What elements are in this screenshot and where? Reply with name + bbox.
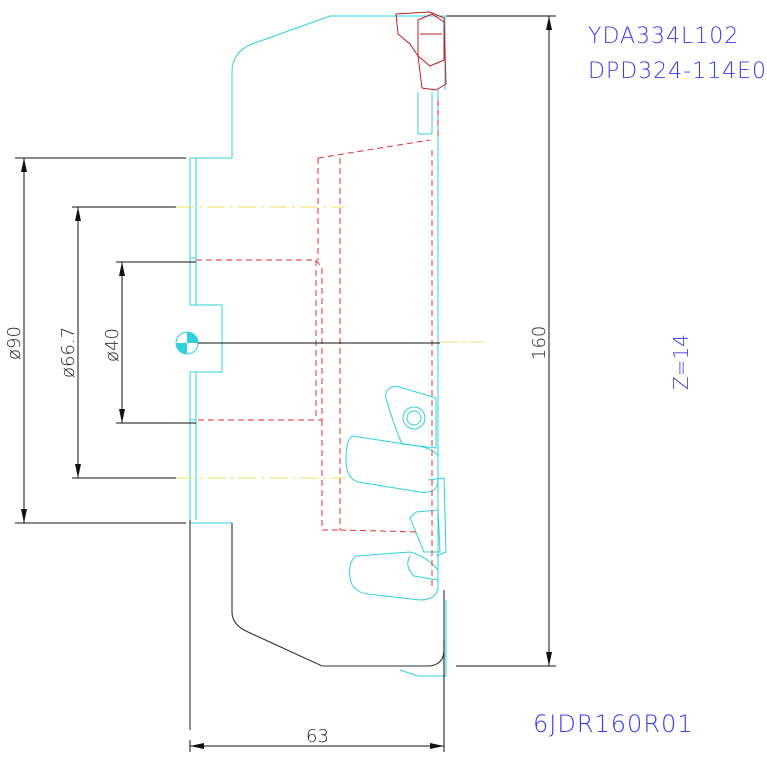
outer-diameter-label: ø90: [4, 326, 25, 360]
hidden-lines: [196, 100, 439, 590]
model-code: 6JDR160R01: [533, 710, 694, 738]
tool-body-outline: [189, 15, 447, 730]
part-number-2: DPD324-114E01: [588, 59, 767, 84]
bore-diameter-label: ø40: [102, 328, 123, 362]
dimension-lines: [15, 15, 556, 752]
width-label: 63: [306, 726, 329, 747]
teeth-label: Z=14: [669, 334, 693, 390]
center-lines: [176, 206, 484, 479]
cutter-diameter-label: 160: [529, 326, 550, 360]
center-marker: [175, 331, 440, 355]
mid-diameter-label: ø66.7: [58, 327, 79, 378]
top-clamp: [395, 11, 447, 91]
part-number-1: YDA334L102: [588, 24, 739, 49]
insert-pockets: [345, 385, 447, 601]
